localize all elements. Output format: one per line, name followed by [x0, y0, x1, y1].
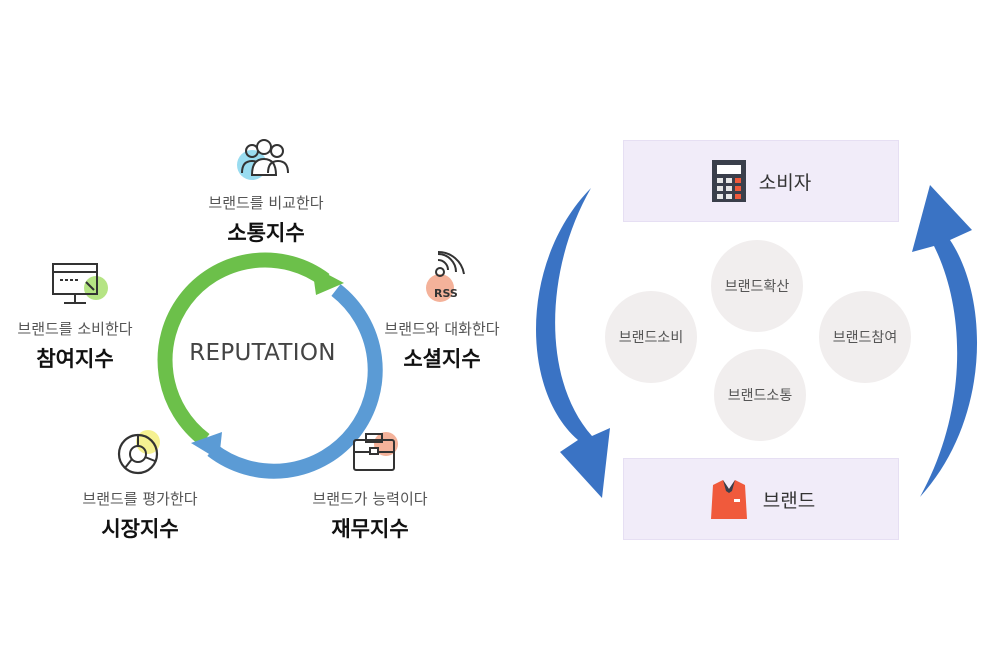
monitor-icon [52, 263, 108, 304]
blue-arrowhead [191, 432, 222, 460]
left-down-arrow [536, 188, 610, 498]
bubble-brand-consumption: 브랜드소비 [605, 291, 697, 383]
node-bottom-right: 브랜드가 능력이다 재무지수 [290, 488, 450, 543]
node-bottom-left-title: 시장지수 [101, 517, 179, 541]
node-bottom-right-subtitle: 브랜드가 능력이다 [312, 490, 428, 508]
node-bottom-left: 브랜드를 평가한다 시장지수 [60, 488, 220, 543]
node-left-subtitle: 브랜드를 소비한다 [17, 320, 133, 338]
calculator-icon [711, 160, 746, 202]
bubble-brand-participation: 브랜드참여 [819, 291, 911, 383]
node-bottom-right-title: 재무지수 [331, 517, 409, 541]
bubble-brand-communication: 브랜드소통 [714, 349, 806, 441]
node-right-subtitle: 브랜드와 대화한다 [384, 320, 500, 338]
flow-arrows [536, 185, 978, 498]
pie-chart-icon [117, 430, 160, 475]
green-cycle-arc [157, 252, 330, 446]
node-right-title: 소셜지수 [403, 347, 481, 371]
node-top-subtitle: 브랜드를 비교한다 [208, 194, 324, 212]
shirt-icon [710, 480, 747, 519]
consumer-box: 소비자 [623, 140, 899, 222]
people-group-icon [237, 139, 289, 180]
node-left: 브랜드를 소비한다 참여지수 [0, 318, 150, 373]
reputation-center-label: REPUTATION [189, 340, 336, 366]
consumer-label: 소비자 [758, 171, 812, 194]
node-right: 브랜드와 대화한다 소셜지수 [362, 318, 522, 373]
green-arrowhead [312, 266, 344, 295]
rss-icon-text: RSS [434, 287, 458, 300]
reputation-cycle-diagram [157, 252, 383, 479]
brand-label: 브랜드 [762, 489, 816, 512]
right-up-arrow [912, 185, 978, 497]
node-left-title: 참여지수 [36, 347, 114, 371]
node-top-title: 소통지수 [227, 221, 305, 245]
briefcase-icon [353, 432, 398, 471]
bubble-brand-spread: 브랜드확산 [711, 240, 803, 332]
node-bottom-left-subtitle: 브랜드를 평가한다 [82, 490, 198, 508]
rss-icon: RSS [426, 250, 465, 302]
blue-cycle-arc [207, 284, 383, 479]
node-top: 브랜드를 비교한다 소통지수 [186, 192, 346, 247]
brand-box: 브랜드 [623, 458, 899, 540]
